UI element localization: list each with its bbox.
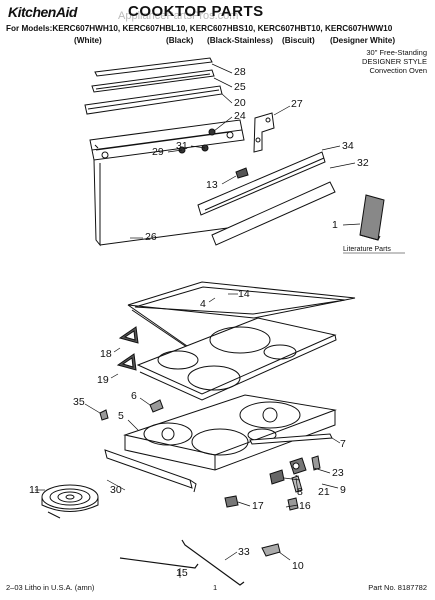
callout-24: 24 [234,110,246,122]
callout-30: 30 [110,484,122,496]
callout-18: 18 [100,348,112,360]
terminals [224,495,299,511]
glass-cooktop [136,317,337,401]
page-number: 1 [213,583,218,592]
callout-33: 33 [238,546,250,558]
front-trim [104,449,197,493]
burner-box [123,394,337,471]
callout-21: 21 [318,486,330,498]
callout-28: 28 [234,66,246,78]
brand-logo: KitchenAid [8,4,77,20]
callout-4: 4 [200,298,206,310]
callout-29: 29 [152,146,164,158]
callout-16: 16 [299,500,311,512]
color-black: (Black) [166,36,194,45]
leader-lines [35,63,361,578]
callout-32: 32 [357,157,369,169]
callout-19: 19 [97,374,109,386]
literature-parts [343,194,405,254]
color-black-stainless: (Black-Stainless) [207,36,273,45]
callout-20: 20 [234,97,246,109]
control-panel-frame [89,119,251,247]
coil-element [41,484,99,519]
color-white: (White) [74,36,102,45]
callout-25: 25 [234,81,246,93]
style-note-line: 30" Free-Standing [366,48,427,57]
color-biscuit: (Biscuit) [282,36,315,45]
callout-9: 9 [340,484,346,496]
callout-1: 1 [332,219,338,231]
callout-34: 34 [342,140,354,152]
callout-26: 26 [145,231,157,243]
style-note-line: DESIGNER STYLE [361,57,427,66]
style-note-line: Convection Oven [369,66,427,75]
callout-35: 35 [73,396,85,408]
page-title: COOKTOP PARTS [128,3,264,20]
part-number: Part No. 8187782 [368,583,427,592]
callout-5: 5 [118,410,124,422]
callout-17: 17 [252,500,264,512]
wire-harness [119,539,281,586]
callout-10: 10 [292,560,304,572]
callout-23: 23 [332,467,344,479]
callout-31: 31 [176,140,188,152]
watermark: AppliancePartsPros.com [118,10,239,22]
style-note: 30" Free-Standing DESIGNER STYLE Convect… [362,48,427,75]
models-line: For Models:KERC607HWH10, KERC607HBL10, K… [6,24,393,33]
bracket [253,112,275,153]
callout-7: 7 [340,438,346,450]
callout-6: 6 [131,390,137,402]
callout-8: 8 [297,486,303,498]
callout-11: 11 [29,484,40,496]
front-panels [197,151,336,246]
footer-litho: 2–03 Litho in U.S.A. (amn) [6,583,95,592]
infinite-switches [269,455,321,493]
callout-14: 14 [238,288,250,300]
trim-strips [84,57,223,115]
literature-parts-label: Literature Parts [343,246,391,253]
callout-27: 27 [291,98,303,110]
callout-13: 13 [206,179,218,191]
corner-clips [116,326,139,371]
small-brackets [99,399,164,421]
color-designer-white: (Designer White) [330,36,396,45]
callout-15: 15 [176,567,188,579]
